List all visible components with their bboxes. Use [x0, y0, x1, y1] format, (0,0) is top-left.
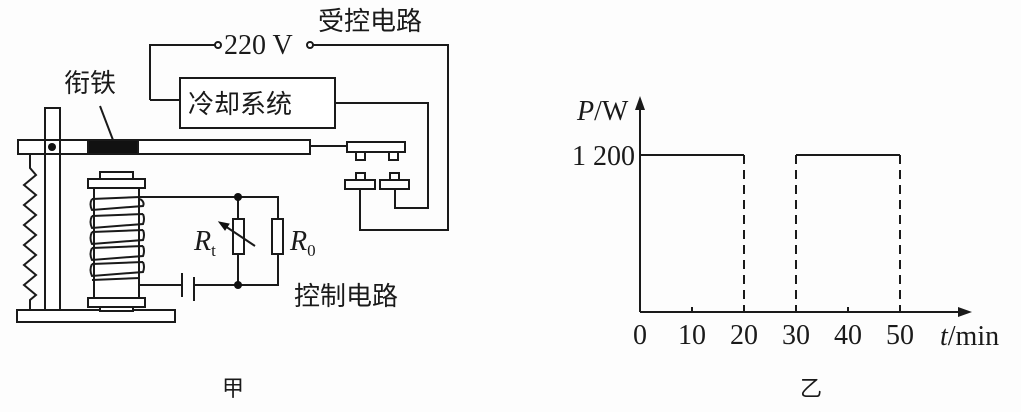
label-cooling-system: 冷却系统: [188, 90, 292, 120]
x-tick-label: 10: [678, 320, 706, 351]
base-plate: [16, 309, 176, 323]
junction-bottom: [234, 281, 242, 289]
armature-pointer: [99, 105, 114, 141]
moving-contact: [346, 141, 406, 161]
spring: [22, 154, 38, 310]
y-tick-label: 1 200: [572, 141, 635, 172]
thermistor-arrow: [221, 223, 256, 247]
coil-winding: [89, 196, 145, 281]
x-tick-label: 30: [782, 320, 810, 351]
label-voltage: 220 V: [224, 30, 293, 61]
x-axis-arrow: [958, 307, 972, 317]
x-axis-label: t/min: [940, 321, 999, 352]
y-axis-arrow: [635, 96, 645, 110]
caption-yi: 乙: [800, 377, 822, 402]
caption-jia: 甲: [222, 377, 244, 402]
lever-bar: [17, 139, 311, 155]
power-time-chart: P/W t/min 0 10 20 30 40 50 1 200: [572, 96, 999, 352]
battery: [181, 273, 195, 301]
thermistor-rt: [232, 218, 245, 255]
x-tick-label: 40: [834, 320, 862, 351]
label-armature: 衔铁: [64, 69, 116, 99]
controlled-circuit-wires: [149, 44, 449, 231]
x-tick-label: 0: [633, 320, 647, 351]
label-controlled-circuit: 受控电路: [318, 7, 422, 37]
terminal-left: [214, 41, 222, 49]
label-control-circuit: 控制电路: [294, 282, 398, 312]
cooling-system-box: [179, 77, 336, 129]
pivot-pin: [48, 143, 56, 151]
fixed-contacts: [344, 172, 410, 190]
resistor-r0: [271, 218, 284, 255]
label-r0: R0: [289, 226, 316, 260]
terminal-right: [306, 41, 314, 49]
y-axis-label: P/W: [576, 96, 629, 127]
label-rt: Rt: [193, 226, 216, 260]
pivot-post: [44, 107, 61, 311]
x-tick-label: 50: [886, 320, 914, 351]
electromagnet: [87, 171, 146, 312]
x-tick-label: 20: [730, 320, 758, 351]
armature-block: [87, 139, 139, 155]
junction-top: [234, 193, 242, 201]
